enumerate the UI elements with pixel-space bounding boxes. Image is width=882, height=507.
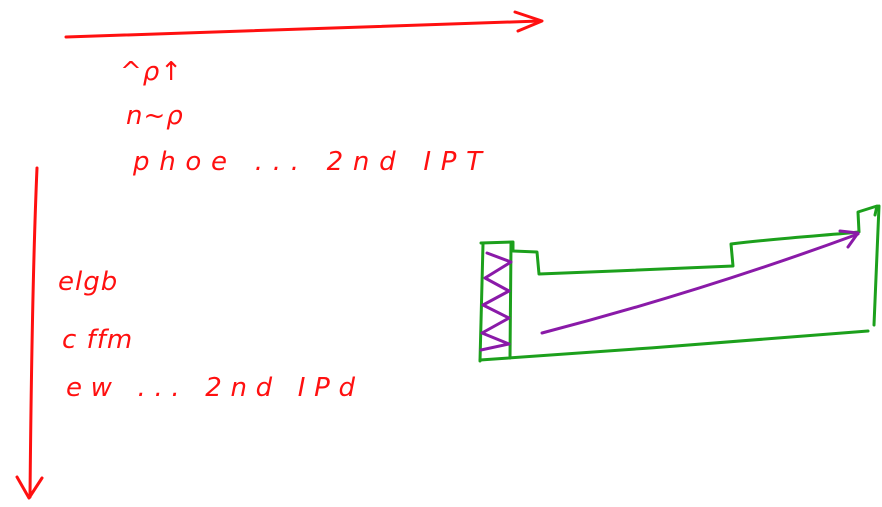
vertical-arrow — [15, 166, 44, 500]
horizontal-arrow — [64, 10, 544, 39]
core-zigzag — [479, 251, 513, 352]
top-list: ^ρ↑ n~ρ phoe ... 2nd IPT — [120, 57, 484, 177]
left-list-line-2: c ffm — [62, 325, 133, 355]
trend-arrow — [540, 229, 860, 335]
vertical-arrow-shaft — [28, 166, 39, 499]
container-right-edge — [872, 204, 881, 327]
energy-container — [478, 204, 881, 363]
top-list-line-2: n~ρ — [126, 101, 184, 131]
horizontal-arrowhead — [513, 10, 544, 33]
container-left-edge — [478, 242, 485, 363]
left-list-line-3: ew ... 2nd IPd — [66, 373, 356, 403]
trend-arrowhead — [838, 229, 860, 249]
top-list-line-3: phoe ... 2nd IPT — [132, 147, 484, 177]
container-bottom-edge — [478, 329, 870, 362]
horizontal-arrow-shaft — [64, 19, 542, 39]
top-list-line-1: ^ρ↑ — [120, 57, 183, 87]
container-top-edge — [479, 204, 879, 276]
left-list: elgb c ffm ew ... 2nd IPd — [58, 267, 356, 403]
left-list-line-1: elgb — [58, 267, 118, 297]
trend-arrow-shaft — [540, 232, 860, 335]
vertical-arrowhead — [15, 475, 44, 500]
